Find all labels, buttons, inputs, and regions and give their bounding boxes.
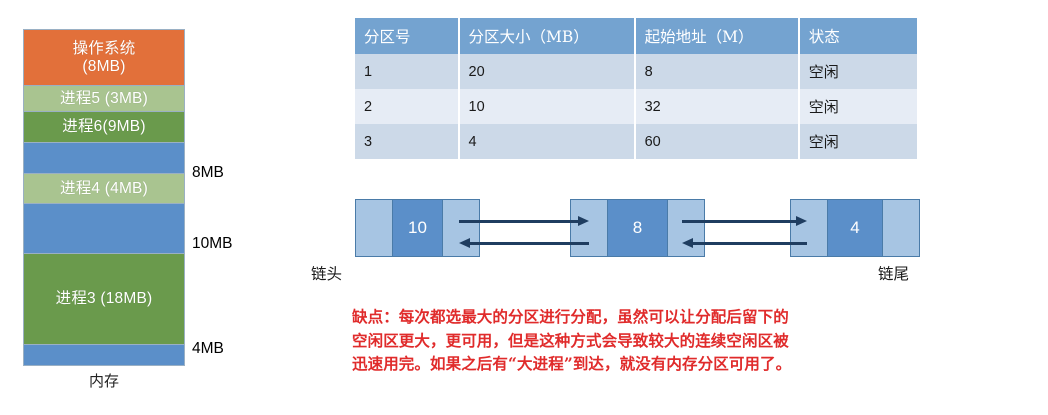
memory-size-marker: 10MB: [192, 235, 233, 252]
column-header-partition-size: 分区大小（MB）: [458, 18, 636, 54]
memory-block-occupied: 进程3 (18MB): [23, 253, 185, 344]
memory-block-free: [23, 142, 185, 173]
cell-partition-id: 1: [355, 54, 460, 89]
cell-partition-size: 20: [458, 54, 636, 89]
cell-partition-id: 3: [355, 124, 460, 159]
cell-partition-size: 4: [458, 124, 636, 159]
memory-size-marker: 8MB: [192, 164, 224, 181]
column-header-start-address: 起始地址（M）: [634, 18, 800, 54]
free-partition-linked-list: 10 8 4: [355, 199, 920, 257]
node-prev-pointer-cell: [356, 200, 392, 256]
cell-partition-id: 2: [355, 89, 460, 124]
memory-block-label: 进程4 (4MB): [60, 179, 148, 197]
node-value: 4: [827, 200, 883, 256]
list-tail-label: 链尾: [878, 265, 910, 283]
memory-caption: 内存: [88, 372, 119, 390]
cell-state: 空闲: [798, 89, 917, 124]
node-value: 10: [392, 200, 443, 256]
memory-block-label: 进程6(9MB): [62, 118, 146, 136]
node-next-pointer-cell: [883, 200, 919, 256]
memory-block-label: 进程3 (18MB): [55, 290, 153, 308]
arrow-right-icon: [682, 215, 807, 227]
cell-partition-size: 10: [458, 89, 636, 124]
memory-block-size: (8MB): [82, 57, 126, 75]
drawback-note-line: 空闲区更大，更可用，但是这种方式会导致较大的连续空闲区被: [352, 330, 789, 350]
memory-block-label: 进程5 (3MB): [60, 89, 148, 107]
memory-block-free: [23, 203, 185, 253]
list-node: 4: [790, 199, 920, 257]
arrow-right-icon: [459, 215, 589, 227]
table-header-row: 分区号 分区大小（MB） 起始地址（M） 状态: [355, 18, 917, 54]
arrow-left-icon: [682, 237, 807, 249]
node-prev-pointer-cell: [571, 200, 607, 256]
column-header-state: 状态: [798, 18, 917, 54]
column-header-partition-id: 分区号: [355, 18, 460, 54]
node-prev-pointer-cell: [791, 200, 827, 256]
drawback-note-line: 迅速用完。如果之后有“大进程”到达，就没有内存分区可用了。: [352, 354, 792, 374]
cell-state: 空闲: [798, 54, 917, 89]
list-node: 8: [570, 199, 705, 257]
arrow-left-icon: [459, 237, 589, 249]
memory-block-occupied: 操作系统(8MB): [23, 29, 185, 85]
cell-state: 空闲: [798, 124, 917, 159]
cell-start-address: 60: [634, 124, 800, 159]
drawback-note: 缺点：每次都选最大的分区进行分配，虽然可以让分配后留下的空闲区更大，更可用，但是…: [352, 305, 992, 376]
list-head-label: 链头: [311, 265, 343, 283]
memory-block-label: 操作系统: [72, 40, 136, 58]
cell-start-address: 32: [634, 89, 800, 124]
memory-diagram: 操作系统(8MB) 进程5 (3MB) 进程6(9MB) 进程4 (4MB) 进程3 (…: [23, 29, 185, 366]
memory-block-occupied: 进程5 (3MB): [23, 85, 185, 111]
drawback-note-line: 缺点：每次都选最大的分区进行分配，虽然可以让分配后留下的: [352, 307, 789, 326]
memory-block-free: [23, 344, 185, 366]
cell-start-address: 8: [634, 54, 800, 89]
memory-size-marker: 4MB: [192, 340, 224, 357]
node-value: 8: [607, 200, 668, 256]
memory-block-occupied: 进程6(9MB): [23, 111, 185, 142]
memory-block-occupied: 进程4 (4MB): [23, 173, 185, 203]
